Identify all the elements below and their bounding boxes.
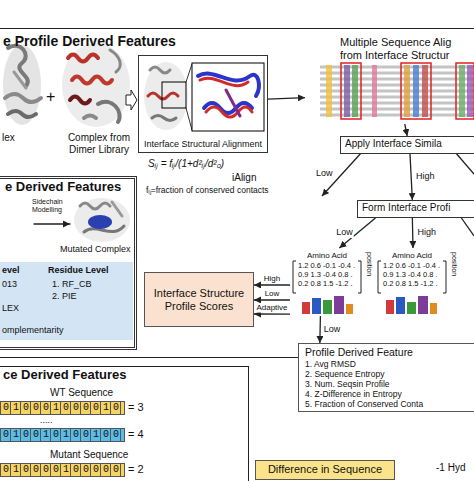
edge-label: Low: [323, 325, 342, 335]
process-box: Difference in Sequence: [255, 460, 395, 480]
box-label: Form Interface Profi: [362, 201, 450, 215]
table-cell: LEX: [2, 303, 19, 313]
connector-arrow: [254, 299, 290, 300]
edge-label: High: [263, 275, 281, 284]
part-label: lex: [2, 132, 15, 144]
bit-string: 010000100000: [1, 464, 123, 476]
bit-string: 010001000010: [1, 402, 123, 414]
matrix-text: 1.2 0.6 -0.1 -0.4 .: [383, 262, 440, 271]
matrix-text: 0.9 1.3 -0.4 0.8 .: [298, 271, 353, 280]
panel-title: e Profile Derived Features: [3, 33, 176, 49]
branch-arrow: [322, 152, 474, 236]
bit-strip: 010010100100: [0, 428, 125, 442]
table-cell: 013: [2, 279, 17, 289]
feature-table: evel Residue Level 013 1. RF_CB 2. PIE LEX omp…: [0, 262, 133, 340]
formula-note: fᵢⱼ=fraction of conserved contacts: [146, 186, 269, 196]
note: -1 Hyd: [436, 462, 465, 474]
box-title: Interface Structural Alignment: [141, 139, 265, 149]
box-label: Interface Structure Profile Scores: [149, 287, 249, 312]
connector-arrow: [254, 313, 290, 314]
axis-label: position: [450, 252, 458, 276]
edge-label: Low: [264, 290, 281, 299]
feature-text: 5. Fraction of Conserved Conta: [305, 399, 423, 409]
alignment-figure: [320, 63, 474, 119]
feature-text: 1. Avg RMSD: [305, 359, 356, 369]
box-label: Apply Interface Simila: [345, 137, 442, 151]
connector-arrow: [254, 284, 290, 285]
ellipsis: .....: [40, 415, 53, 425]
alignment-figure: [144, 62, 264, 131]
profile-matrix: Amino Acid 1.2 0.6 -0.1 -0.4 .0.9 1.3 -0.…: [375, 248, 451, 316]
sequence-logo: [302, 296, 437, 314]
matrix-text: 1.2 0.6 -0.1 -0.4 .: [298, 262, 355, 271]
msa-figure: Multiple Sequence Alig from Interface St…: [305, 36, 474, 124]
part-label: Complex from Dimer Library: [60, 132, 138, 155]
complex-figure: [3, 45, 41, 125]
score-box: Interface Structure Profile Scores: [144, 272, 254, 327]
alignment-box: Interface Structural Alignment: [138, 55, 268, 153]
matrix-text: Amino Acid: [375, 251, 449, 260]
part-label: Mutated Complex: [60, 244, 131, 254]
table-cell: Residue Level: [48, 265, 109, 275]
table-cell: 1. RF_CB: [52, 279, 92, 289]
table-cell: evel: [2, 265, 20, 275]
count-label: = 3: [128, 401, 144, 414]
hollow-arrow: [126, 90, 137, 110]
sequence-label: WT Sequence: [50, 387, 113, 399]
process-box: Apply Interface Simila: [340, 136, 474, 154]
table-cell: omplementarity: [2, 325, 64, 335]
bit-string: 010010100100: [1, 429, 123, 441]
edge-label: Adaptive: [255, 304, 288, 313]
profile-matrix: Amino Acid 1.2 0.6 -0.1 -0.4 .0.9 1.3 -0.…: [290, 248, 366, 316]
formula: Sᵢⱼ = fᵢⱼ/(1+d²ᵢⱼ/d²₀): [148, 158, 224, 170]
count-label: = 4: [128, 428, 144, 441]
connector-arrow: [412, 218, 414, 248]
connector-arrow: [405, 124, 407, 136]
edge-label: Low: [335, 228, 354, 238]
matrix-text: 0.2 0.8 1.5 -1.2 .: [383, 280, 438, 289]
feature-text: 4. Z-Difference in Entropy: [305, 389, 402, 399]
panel-title: ce Derived Features: [3, 368, 127, 383]
sequence-label: Mutant Sequence: [50, 449, 128, 461]
method-label: iAlign: [232, 172, 256, 184]
feature-text: Profile Derived Feature: [305, 346, 413, 359]
process-box: Form Interface Profi: [357, 200, 474, 218]
figure-title: Multiple Sequence Alig from Interface St…: [340, 36, 468, 61]
matrix-text: 0.9 1.3 -0.4 0.8 .: [383, 271, 438, 280]
panel-frame: ce Derived Features 010001000010 010010100…: [0, 366, 249, 481]
connector-arrow: [319, 316, 321, 343]
bit-strip: 010001000010: [0, 401, 125, 415]
panel-title: e Derived Features: [5, 180, 121, 195]
step-label: Sidechain Modelling: [32, 198, 72, 214]
bit-strip: 010000100000: [0, 463, 125, 477]
symbol: +: [46, 88, 55, 106]
feature-list: Profile Derived Feature1. Avg RMSD2. Seq…: [298, 343, 474, 412]
matrix-text: Amino Acid: [290, 251, 364, 260]
feature-text: 2. Sequence Entropy: [305, 369, 384, 379]
axis-label: position: [365, 252, 373, 276]
table-cell: 2. PIE: [52, 291, 77, 301]
edge-label: High: [416, 228, 437, 238]
feature-text: 3. Num. Seqsin Profile: [305, 379, 390, 389]
box-label: Difference in Sequence: [268, 462, 382, 477]
branch-label: Low: [316, 168, 333, 178]
panel-frame: e Derived Features evel Residue Level 013 1.…: [0, 176, 137, 350]
matrix-text: 0.2 0.8 1.5 -1.2 .: [298, 280, 353, 289]
connector-arrow: [268, 98, 305, 100]
edge-label: High: [415, 172, 436, 182]
dimer-figure: [62, 43, 130, 127]
connector-arrow: [410, 154, 412, 200]
count-label: = 2: [128, 463, 144, 476]
